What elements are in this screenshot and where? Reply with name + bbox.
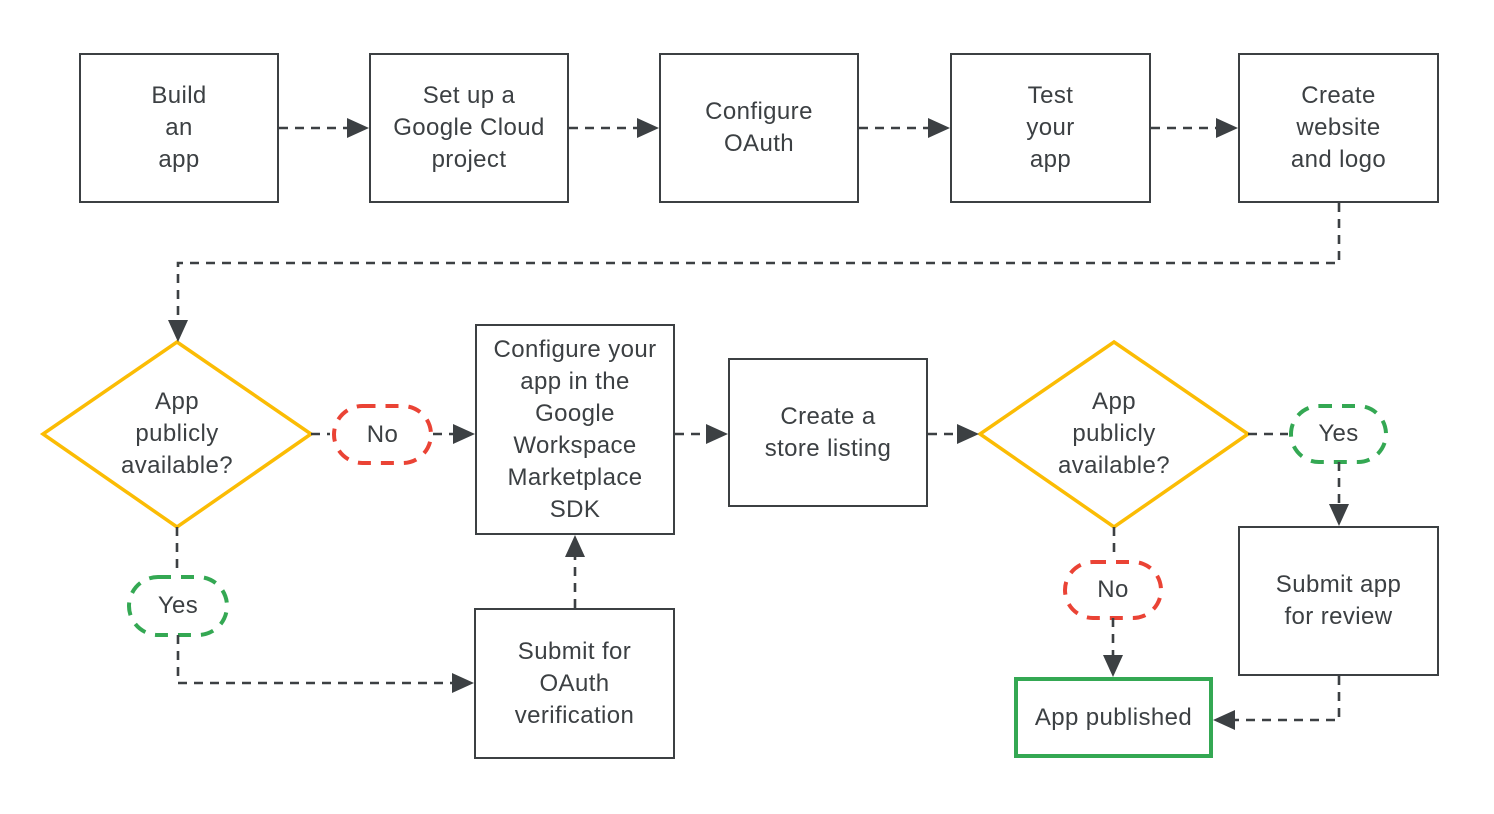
node-configure-oauth: Configure OAuth	[659, 53, 859, 203]
node-build-app: Build an app	[79, 53, 279, 203]
node-setup-google-cloud-project: Set up a Google Cloud project	[369, 53, 569, 203]
node-app-published: App published	[1014, 677, 1213, 758]
node-create-store-listing: Create a store listing	[728, 358, 928, 507]
node-create-website-and-logo: Create website and logo	[1238, 53, 1439, 203]
no-oval-1	[332, 404, 433, 465]
edge-yes1-to-submitoauth	[176, 635, 474, 693]
no-1-label: No	[366, 420, 399, 448]
no-2-label: No	[1097, 576, 1129, 603]
node-submit-oauth-verification: Submit for OAuth verification	[474, 608, 675, 759]
decision-1-label: App publicly available?	[120, 388, 234, 479]
decision-2-label: App publicly available?	[1057, 388, 1171, 479]
edge-submitreview-to-published	[1213, 676, 1341, 730]
node-configure-marketplace-sdk: Configure your app in the Google Workspa…	[475, 324, 675, 535]
yes-2-label: Yes	[1318, 420, 1359, 447]
node-test-your-app: Test your app	[950, 53, 1151, 203]
yes-1-label: Yes	[157, 592, 199, 619]
edge-website-to-decision1	[168, 203, 1341, 342]
node-submit-app-for-review: Submit app for review	[1238, 526, 1439, 676]
